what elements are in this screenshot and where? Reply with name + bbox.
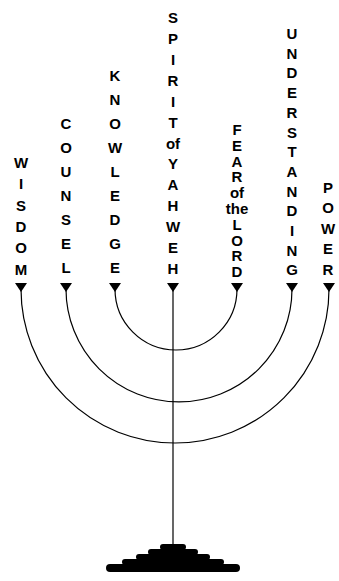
vertical-label: COUNSEL — [60, 112, 72, 280]
label-letter: S — [166, 8, 180, 29]
label-letter: L — [60, 256, 72, 280]
label-letter: R — [226, 248, 249, 264]
label-letter: E — [226, 138, 249, 154]
label-letter: N — [286, 44, 298, 64]
label-letter: R — [286, 103, 298, 123]
label-letter: L — [108, 160, 122, 184]
label-letter: S — [60, 208, 72, 232]
label-letter: H — [166, 259, 180, 280]
candle-flame — [60, 283, 72, 292]
label-letter: N — [286, 182, 298, 202]
label-line: the — [226, 201, 249, 217]
candle-flame — [323, 283, 335, 292]
label-letter: O — [14, 237, 28, 258]
label-letter: E — [108, 184, 122, 208]
label-letter: W — [108, 136, 122, 160]
label-letter: W — [166, 217, 180, 238]
vertical-label: WISDOM — [14, 152, 28, 280]
label-letter: N — [286, 241, 298, 261]
label-letter: N — [108, 88, 122, 112]
vertical-label: FEAR of the LORD — [226, 122, 249, 280]
label-letter: T — [166, 113, 180, 134]
outer-branch — [21, 289, 329, 443]
label-letter: H — [166, 196, 180, 217]
label-letter: F — [226, 122, 249, 138]
label-letter: I — [166, 50, 180, 71]
middle-branch — [66, 289, 292, 402]
label-letter: N — [60, 184, 72, 208]
label-letter: D — [14, 216, 28, 237]
candle-flame — [167, 283, 179, 292]
label-letter: G — [286, 260, 298, 280]
label-letter: D — [286, 201, 298, 221]
label-letter: R — [321, 260, 335, 280]
label-letter: O — [60, 136, 72, 160]
label-letter: P — [321, 178, 335, 198]
label-letter: M — [14, 259, 28, 280]
label-letter: E — [321, 239, 335, 259]
label-letter: E — [108, 256, 122, 280]
center-stem — [172, 289, 173, 548]
label-letter: C — [60, 112, 72, 136]
label-letter: I — [286, 221, 298, 241]
vertical-label: POWER — [321, 178, 335, 280]
candle-flame — [286, 283, 298, 292]
label-letter: R — [226, 169, 249, 185]
label-letter: W — [321, 219, 335, 239]
label-letter: E — [60, 232, 72, 256]
label-letter: S — [14, 195, 28, 216]
candle-flame — [109, 283, 121, 292]
label-letter: U — [286, 24, 298, 44]
label-letter: Y — [166, 154, 180, 175]
label-letter: R — [166, 71, 180, 92]
label-letter: T — [286, 142, 298, 162]
label-letter: W — [14, 152, 28, 173]
menorah-base — [106, 544, 240, 572]
candle-flame — [15, 283, 27, 292]
vertical-label: UNDERSTANDING — [286, 24, 298, 280]
vertical-label: KNOWLEDGE — [108, 64, 122, 280]
label-letter: P — [166, 29, 180, 50]
label-letter: O — [321, 198, 335, 218]
label-letter: K — [108, 64, 122, 88]
inner-branch — [115, 289, 237, 350]
label-letter: A — [286, 162, 298, 182]
label-letter: L — [226, 217, 249, 233]
label-line: of — [166, 134, 180, 155]
label-letter: I — [166, 92, 180, 113]
label-letter: S — [286, 123, 298, 143]
label-letter: I — [14, 173, 28, 194]
candle-flame — [231, 283, 243, 292]
label-letter: U — [60, 160, 72, 184]
label-letter: A — [166, 175, 180, 196]
label-letter: A — [226, 154, 249, 170]
label-letter: E — [286, 83, 298, 103]
vertical-label: SPIRIT of YAHWEH — [166, 8, 180, 280]
label-letter: O — [108, 112, 122, 136]
label-letter: D — [226, 264, 249, 280]
label-letter: D — [286, 63, 298, 83]
label-letter: E — [166, 238, 180, 259]
label-letter: G — [108, 232, 122, 256]
label-line: of — [226, 185, 249, 201]
label-letter: D — [108, 208, 122, 232]
label-letter: O — [226, 233, 249, 249]
